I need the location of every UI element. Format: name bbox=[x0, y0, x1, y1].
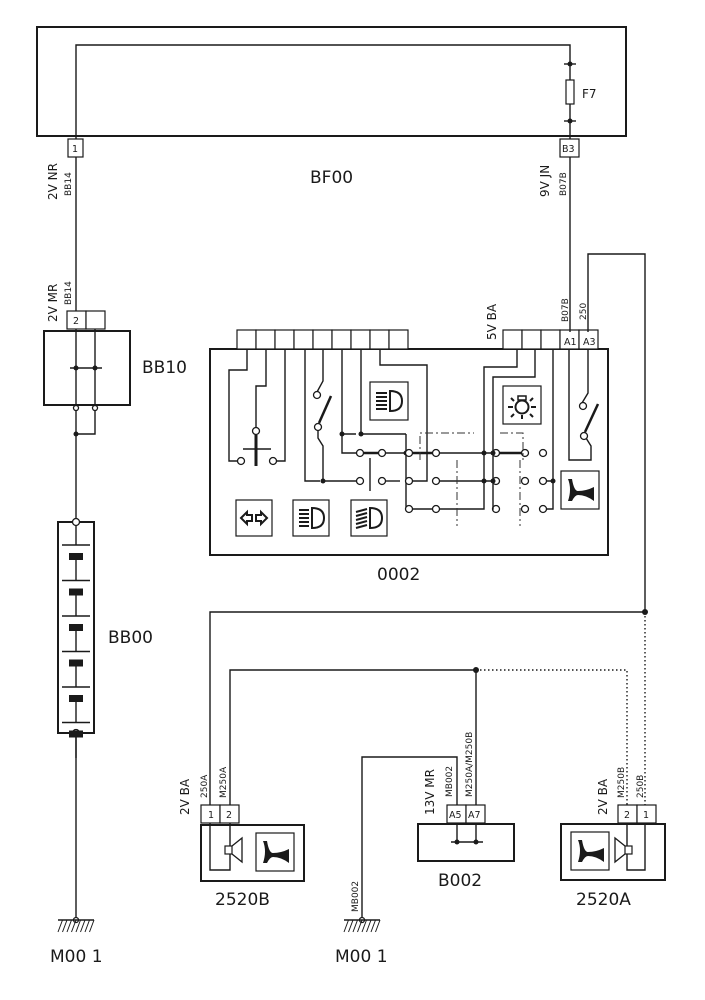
ground-symbol bbox=[57, 916, 95, 933]
headlamp-main-icon bbox=[350, 499, 388, 537]
svg-text:M250A: M250A bbox=[219, 766, 229, 798]
battery-cell bbox=[69, 553, 83, 560]
connector-pin bbox=[274, 329, 295, 350]
connector-label: 5V BA bbox=[485, 303, 499, 340]
horn-icon bbox=[263, 841, 289, 863]
headlamp-dipped-icon bbox=[292, 499, 330, 537]
svg-text:A5: A5 bbox=[449, 810, 462, 821]
svg-text:2: 2 bbox=[624, 810, 630, 821]
battery-cell bbox=[69, 730, 83, 738]
svg-text:2V BA: 2V BA bbox=[596, 778, 610, 815]
wire-label: B07B bbox=[559, 172, 569, 196]
connector-pin bbox=[369, 329, 390, 350]
ground-label-m001: M00 1 bbox=[335, 947, 388, 967]
battery-cell bbox=[69, 624, 83, 631]
svg-text:M250A/M250B: M250A/M250B bbox=[465, 732, 475, 797]
svg-text:M250B: M250B bbox=[617, 767, 627, 798]
battery-cell bbox=[69, 695, 83, 702]
connector-label: 2V NR bbox=[46, 163, 60, 200]
direction-indicator-icon bbox=[235, 499, 273, 537]
svg-text:BB14: BB14 bbox=[64, 281, 74, 305]
connector-pin bbox=[521, 329, 542, 350]
svg-text:250A: 250A bbox=[200, 774, 210, 798]
wire-label: 250 bbox=[579, 303, 589, 320]
component-label-2520a: 2520A bbox=[576, 890, 631, 910]
svg-text:2: 2 bbox=[73, 316, 79, 327]
battery-bb00 bbox=[57, 517, 95, 758]
battery-cell bbox=[69, 659, 83, 667]
connector-pin bbox=[540, 329, 561, 350]
switch-unit-0002: A1 A3 5V BA B07B 250 bbox=[209, 298, 609, 585]
wire-label: MB002 bbox=[351, 881, 361, 912]
headlamp-icon bbox=[369, 381, 409, 421]
fuse-box-bf00: F7 1 B3 BF00 bbox=[36, 26, 627, 188]
component-label-b002: B002 bbox=[438, 871, 482, 891]
side-light-icon bbox=[502, 385, 542, 425]
horn-icon bbox=[578, 840, 604, 862]
connector-pin bbox=[350, 329, 371, 350]
fuse-f7: F7 bbox=[564, 61, 597, 124]
svg-text:13V MR: 13V MR bbox=[423, 769, 437, 815]
component-label-bb10: BB10 bbox=[142, 358, 187, 378]
interconnect-bb10: 2V MR BB14 2 BB10 bbox=[43, 281, 187, 412]
component-label-2520b: 2520B bbox=[215, 890, 270, 910]
horn-icon bbox=[560, 470, 600, 510]
svg-text:B3: B3 bbox=[562, 144, 575, 155]
svg-text:1: 1 bbox=[72, 144, 78, 155]
connector-pin bbox=[502, 329, 523, 350]
connector-pin bbox=[293, 329, 314, 350]
junction-b002: 13V MR MB002 M250A/M250B A5 A7 B002 bbox=[417, 732, 515, 891]
svg-text:1: 1 bbox=[643, 810, 649, 821]
ground-label-m001: M00 1 bbox=[50, 947, 103, 967]
svg-text:2: 2 bbox=[226, 810, 232, 821]
connector-pin bbox=[331, 329, 352, 350]
svg-text:MB002: MB002 bbox=[445, 766, 455, 797]
horn-2520b: 2V BA 250A M250A 1 2 2520B bbox=[178, 766, 305, 910]
connector-pin bbox=[255, 329, 276, 350]
connector-pin bbox=[312, 329, 333, 350]
ground-symbol bbox=[343, 916, 381, 933]
component-label-0002: 0002 bbox=[377, 565, 420, 585]
svg-text:2V MR: 2V MR bbox=[46, 284, 60, 322]
svg-text:1: 1 bbox=[208, 810, 214, 821]
svg-text:250B: 250B bbox=[636, 775, 646, 798]
connector-pin bbox=[388, 329, 409, 350]
svg-text:A1: A1 bbox=[564, 337, 577, 348]
fuse-label: F7 bbox=[582, 87, 597, 101]
svg-text:A7: A7 bbox=[468, 810, 481, 821]
component-label-bf00: BF00 bbox=[310, 168, 353, 188]
svg-text:A3: A3 bbox=[583, 337, 596, 348]
connector-pin bbox=[236, 329, 257, 350]
battery-cell bbox=[69, 588, 83, 596]
svg-text:2V BA: 2V BA bbox=[178, 778, 192, 815]
connector-label: 9V JN bbox=[538, 165, 552, 197]
wire-label: BB14 bbox=[64, 172, 74, 196]
component-label-bb00: BB00 bbox=[108, 628, 153, 648]
wire-label: B07B bbox=[561, 298, 571, 322]
horn-2520a: 2V BA M250B 250B 2 1 2520A bbox=[560, 767, 666, 910]
